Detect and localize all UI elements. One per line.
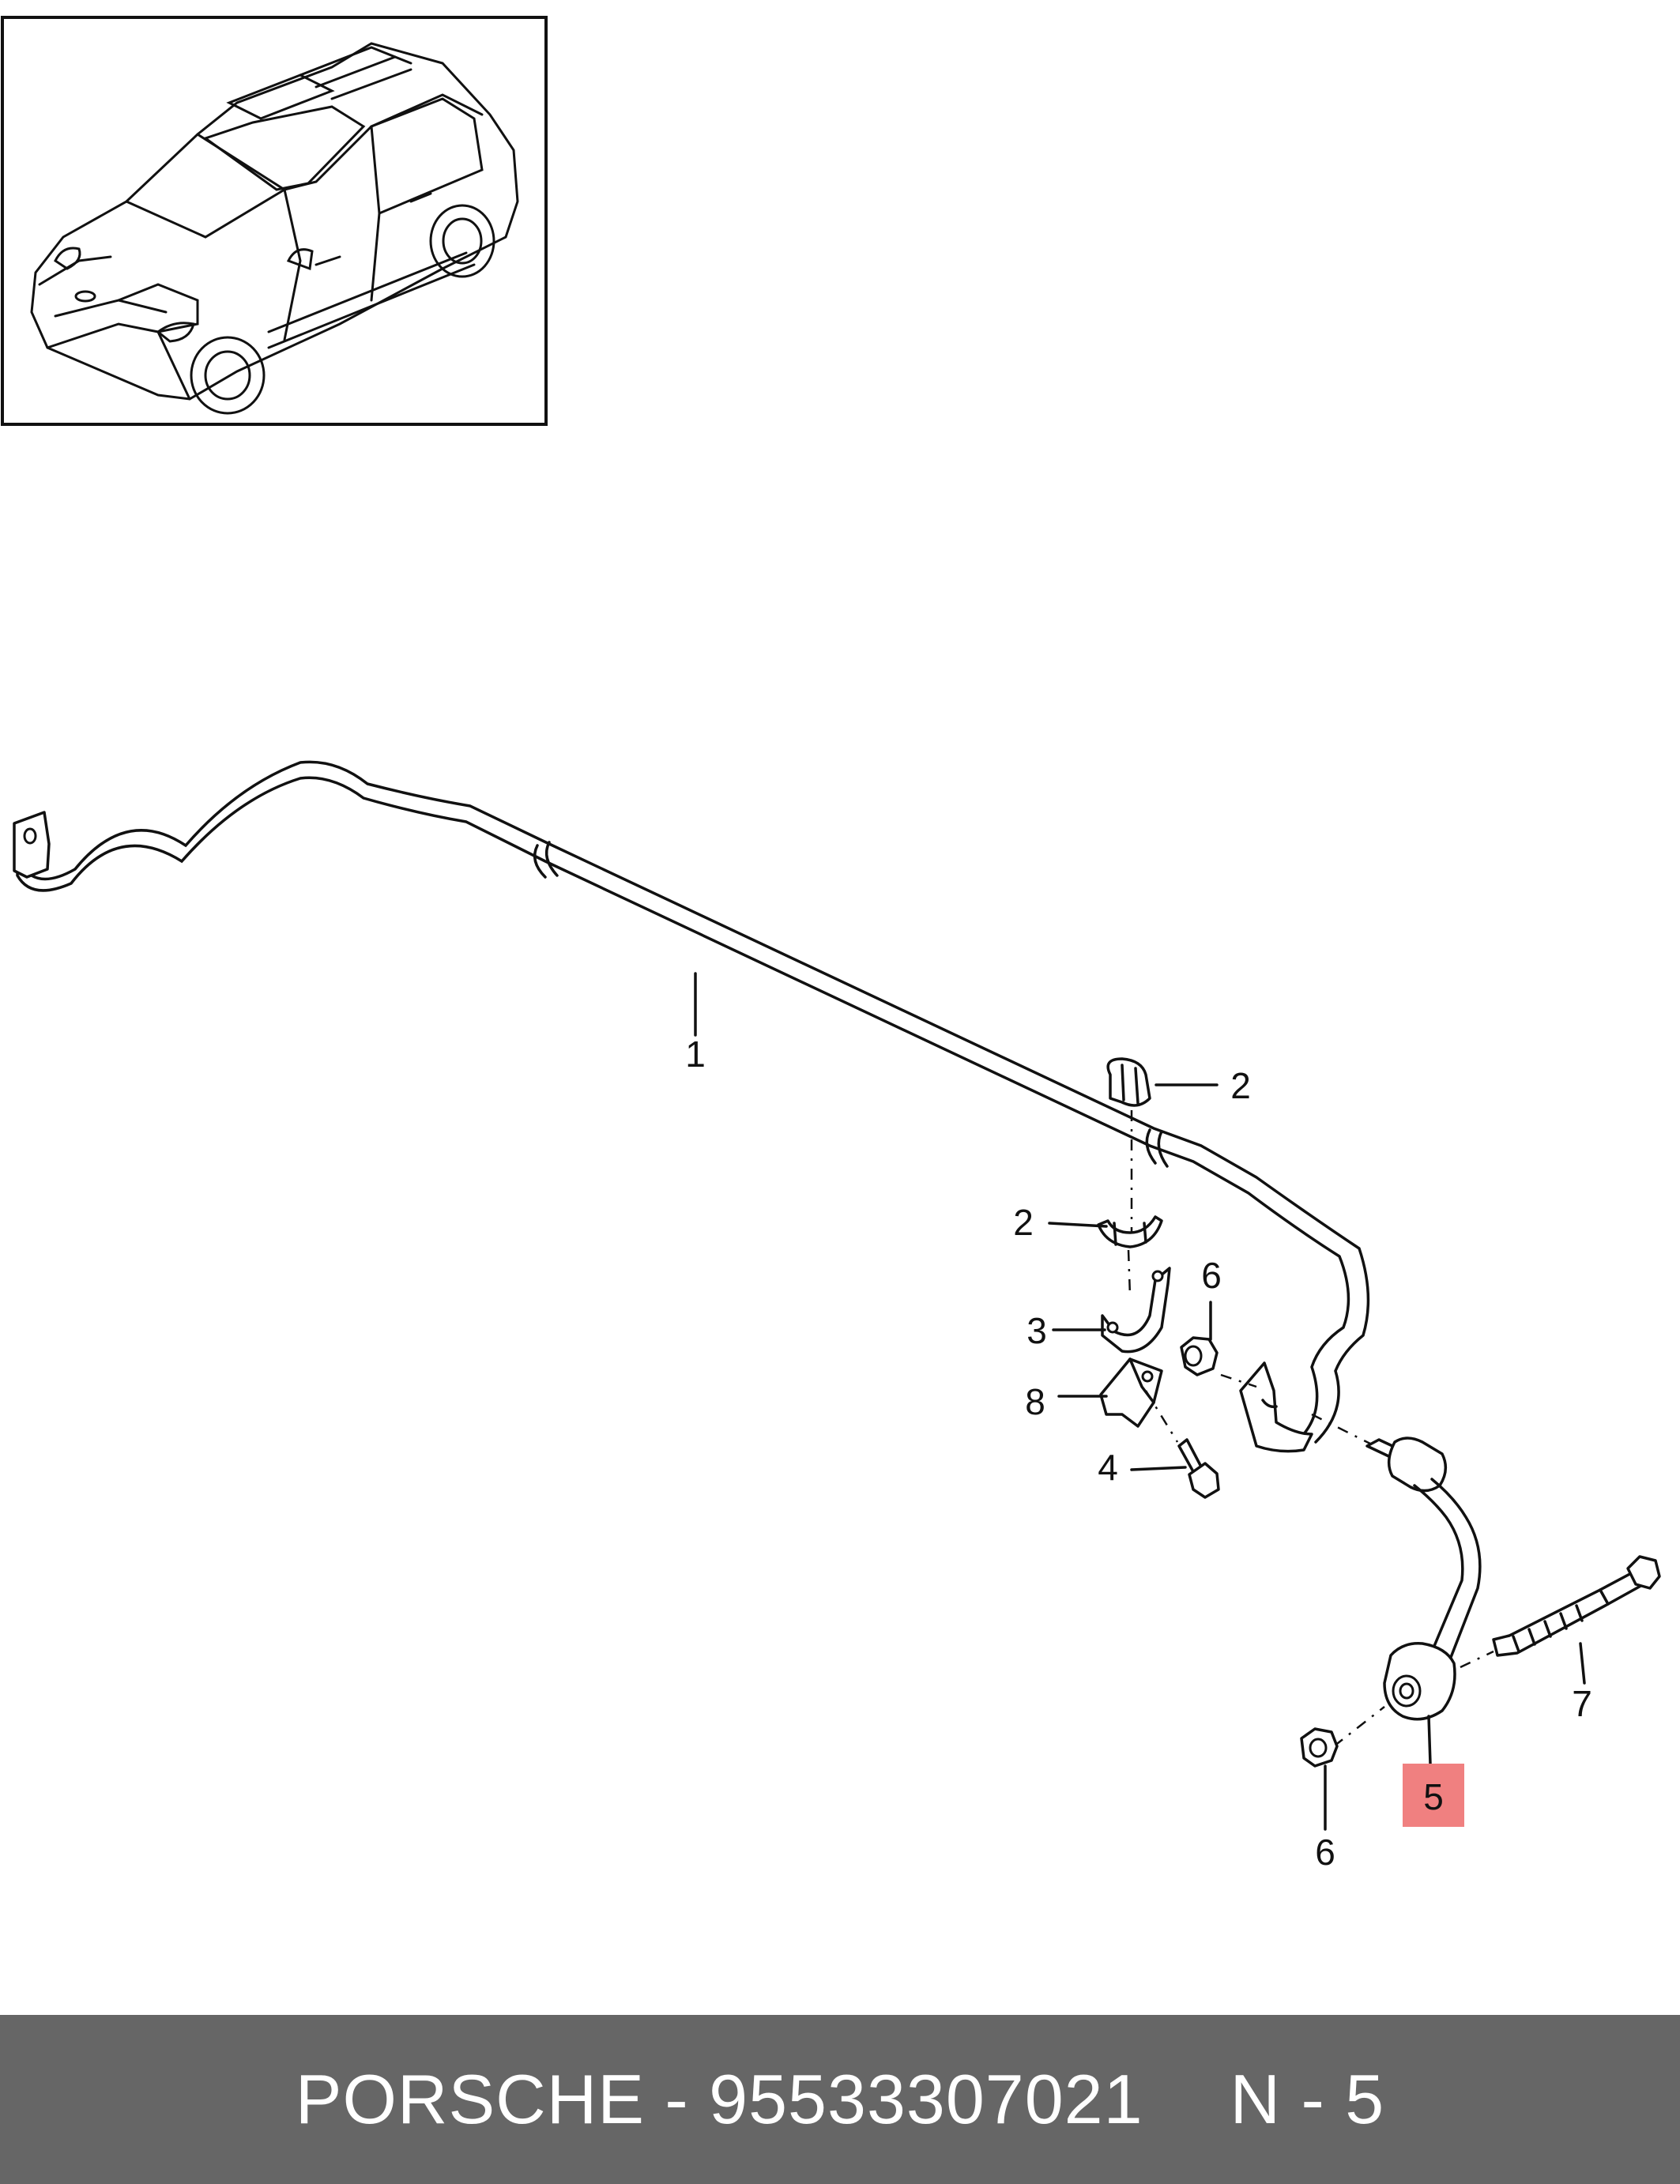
- callout-6-lower: 6: [1315, 1832, 1335, 1873]
- long-bolt: [1492, 1555, 1661, 1657]
- parts-diagram: 1 2 2 3 8 4 6 7 6 5: [1, 16, 1661, 1873]
- stabilizer-bar: [13, 760, 1370, 1453]
- callout-7: 7: [1572, 1683, 1592, 1724]
- footer-part-number: 95533307021: [709, 2060, 1143, 2138]
- footer-brand: PORSCHE: [295, 2060, 645, 2138]
- footer-text: PORSCHE - 95533307021 N - 5: [296, 2059, 1384, 2140]
- leader-lines: [694, 972, 1586, 1831]
- mounting-bolt: [1177, 1438, 1220, 1499]
- nut-lower: [1300, 1727, 1339, 1768]
- clamp-bracket: [1101, 1267, 1171, 1354]
- callout-8: 8: [1025, 1381, 1045, 1422]
- vehicle-thumbnail: [1, 16, 548, 426]
- bushing-lower: [1097, 1215, 1163, 1248]
- footer-position-label: N - 5: [1230, 2060, 1385, 2138]
- callout-6-upper: 6: [1201, 1255, 1222, 1296]
- highlight-box: [1403, 1764, 1464, 1827]
- callout-1: 1: [685, 1034, 706, 1075]
- callout-2-upper: 2: [1230, 1065, 1251, 1106]
- retaining-clip: [1099, 1357, 1163, 1428]
- callout-5: 5: [1423, 1776, 1444, 1817]
- callout-4: 4: [1098, 1447, 1118, 1488]
- callout-2-lower: 2: [1013, 1202, 1034, 1243]
- footer-bar: PORSCHE - 95533307021 N - 5: [0, 2015, 1680, 2184]
- callout-3: 3: [1026, 1310, 1047, 1351]
- callout-5-highlight: 5: [1403, 1764, 1464, 1827]
- nut-upper: [1180, 1336, 1219, 1376]
- footer-separator: -: [665, 2060, 689, 2138]
- bushing-upper: [1106, 1057, 1151, 1107]
- stabilizer-link: [1311, 1413, 1482, 1721]
